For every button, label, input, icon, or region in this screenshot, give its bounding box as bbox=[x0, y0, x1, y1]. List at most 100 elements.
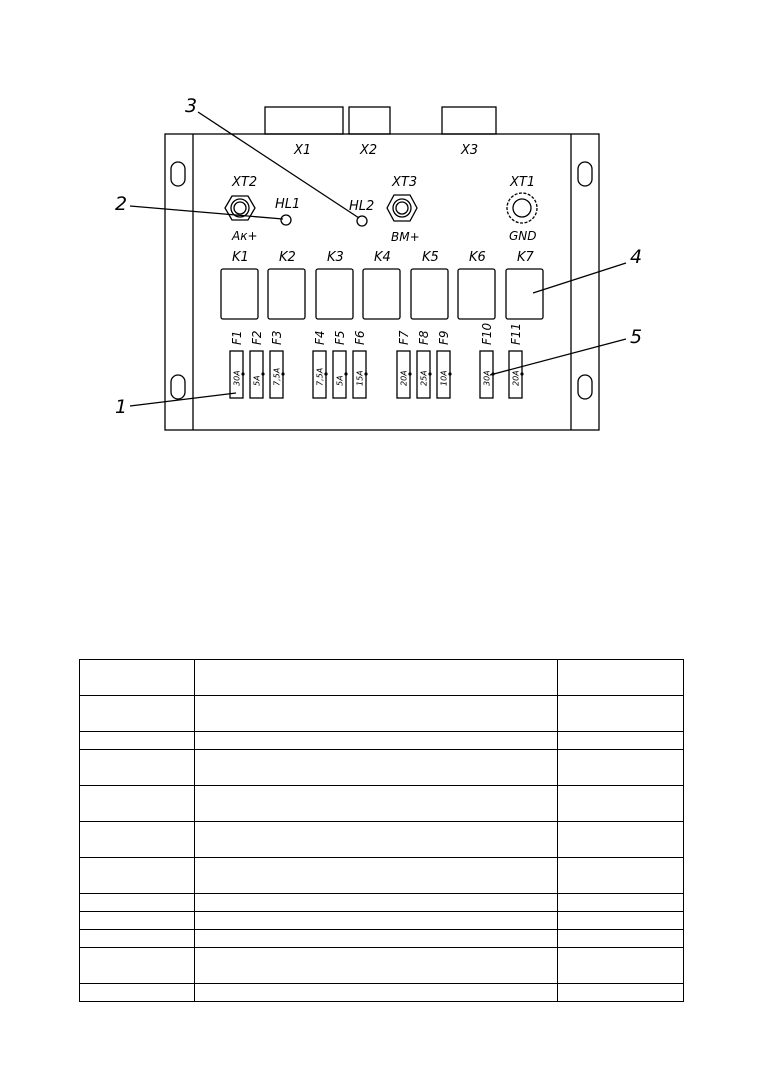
hex-nut-icon bbox=[386, 194, 418, 222]
terminal-stud-core-icon bbox=[395, 201, 409, 215]
table-cell bbox=[557, 911, 684, 930]
enclosure-outline bbox=[164, 133, 600, 431]
table-cell bbox=[194, 911, 558, 930]
specification-table bbox=[79, 659, 684, 1002]
fuse-contact-icon bbox=[241, 372, 245, 376]
fuse-label-f7: F7 bbox=[397, 330, 411, 345]
table-cell bbox=[557, 857, 684, 894]
table-cell bbox=[79, 731, 195, 750]
table-row bbox=[79, 911, 684, 930]
fuse-label-f1: F1 bbox=[230, 330, 244, 345]
fuse-rating-f4: 7,5A bbox=[316, 368, 325, 386]
relay-label-k2: K2 bbox=[279, 250, 296, 265]
table-cell bbox=[194, 785, 558, 822]
fuse-row: F130AF25AF37,5AF47,5AF55AF615AF720AF825A… bbox=[229, 322, 524, 399]
fuse-rating-f9: 10A bbox=[440, 370, 449, 386]
table-cell bbox=[194, 983, 558, 1002]
relay-k6 bbox=[457, 268, 496, 320]
relay-label-k3: K3 bbox=[327, 250, 344, 265]
terminal-caption-xt2: Ак+ bbox=[231, 229, 258, 243]
relay-k1 bbox=[220, 268, 259, 320]
relay-label-k7: K7 bbox=[517, 250, 535, 265]
callout-2: 2 bbox=[115, 193, 127, 215]
table-row bbox=[79, 695, 684, 732]
table-cell bbox=[79, 893, 195, 912]
table-cell bbox=[194, 893, 558, 912]
table-row bbox=[79, 983, 684, 1002]
mounting-slot-icon bbox=[170, 161, 186, 187]
table-cell bbox=[79, 929, 195, 948]
table-cell bbox=[557, 695, 684, 732]
table-row bbox=[79, 785, 684, 822]
table-row bbox=[79, 947, 684, 984]
table-cell bbox=[194, 695, 558, 732]
connector-label-x3: X3 bbox=[460, 143, 478, 158]
fuse-contact-icon bbox=[261, 372, 265, 376]
terminal-caption-xt1: GND bbox=[509, 229, 537, 243]
table-cell bbox=[194, 659, 558, 696]
leader-line-2 bbox=[129, 205, 284, 220]
fuse-label-f3: F3 bbox=[270, 330, 284, 345]
callout-5: 5 bbox=[630, 326, 642, 348]
fuse-contact-icon bbox=[448, 372, 452, 376]
table-cell bbox=[557, 749, 684, 786]
callout-1: 1 bbox=[115, 396, 127, 418]
table-cell bbox=[79, 911, 195, 930]
connector-x1-body bbox=[264, 106, 344, 135]
fuse-rating-f1: 30A bbox=[233, 370, 242, 386]
table-cell bbox=[79, 983, 195, 1002]
table-cell bbox=[557, 929, 684, 948]
fuse-label-f5: F5 bbox=[333, 330, 347, 345]
table-cell bbox=[557, 731, 684, 750]
table-cell bbox=[557, 983, 684, 1002]
fuse-f5 bbox=[332, 350, 347, 399]
fuse-label-f2: F2 bbox=[250, 330, 264, 345]
table-cell bbox=[79, 695, 195, 732]
fuse-label-f8: F8 bbox=[417, 330, 431, 345]
relay-k7 bbox=[505, 268, 544, 320]
table-row bbox=[79, 749, 684, 786]
leader-line-1 bbox=[129, 392, 237, 407]
fuse-label-f6: F6 bbox=[353, 330, 367, 345]
table-cell bbox=[194, 947, 558, 984]
mounting-slot-icon bbox=[170, 374, 186, 400]
fuse-label-f4: F4 bbox=[313, 330, 327, 345]
table-row bbox=[79, 893, 684, 912]
table-row bbox=[79, 659, 684, 696]
fuse-rating-f11: 20A bbox=[512, 370, 521, 386]
connector-label-x2: X2 bbox=[359, 143, 377, 158]
fuse-relay-box-drawing: X1 X2 X3 XT2 Ак+ HL1 HL2 XT3 ВМ+ XT1 GND… bbox=[115, 95, 642, 431]
fuse-rating-f5: 5A bbox=[336, 375, 345, 386]
fuse-rating-f3: 7,5A bbox=[273, 368, 282, 386]
terminal-stud-icon bbox=[230, 198, 250, 218]
terminal-label-xt2: XT2 bbox=[231, 175, 257, 190]
fuse-contact-icon bbox=[364, 372, 368, 376]
table-cell bbox=[194, 821, 558, 858]
relay-label-k4: K4 bbox=[374, 250, 391, 265]
connector-label-x1: X1 bbox=[293, 143, 311, 158]
hex-nut-icon bbox=[224, 195, 256, 221]
table-cell bbox=[194, 857, 558, 894]
leader-line-3 bbox=[197, 111, 360, 219]
table-cell bbox=[557, 785, 684, 822]
fuse-contact-icon bbox=[324, 372, 328, 376]
fuse-f2 bbox=[249, 350, 264, 399]
lamp-label-hl1: HL1 bbox=[275, 197, 300, 212]
fuse-label-f10: F10 bbox=[480, 322, 494, 345]
table-cell bbox=[79, 659, 195, 696]
fuse-rating-f7: 20A bbox=[400, 370, 409, 386]
terminal-label-xt1: XT1 bbox=[509, 175, 535, 190]
terminal-stud-icon bbox=[392, 198, 412, 218]
relay-label-k1: K1 bbox=[232, 250, 249, 265]
table-cell bbox=[194, 749, 558, 786]
table-cell bbox=[557, 821, 684, 858]
table-cell bbox=[557, 893, 684, 912]
relay-k4 bbox=[362, 268, 401, 320]
table-row bbox=[79, 731, 684, 750]
leader-line-5 bbox=[489, 338, 627, 376]
terminal-stud-core-icon bbox=[233, 201, 247, 215]
fuse-contact-icon bbox=[344, 372, 348, 376]
table-cell bbox=[194, 929, 558, 948]
indicator-lamp-icon bbox=[280, 214, 292, 226]
fuse-label-f11: F11 bbox=[509, 323, 523, 345]
